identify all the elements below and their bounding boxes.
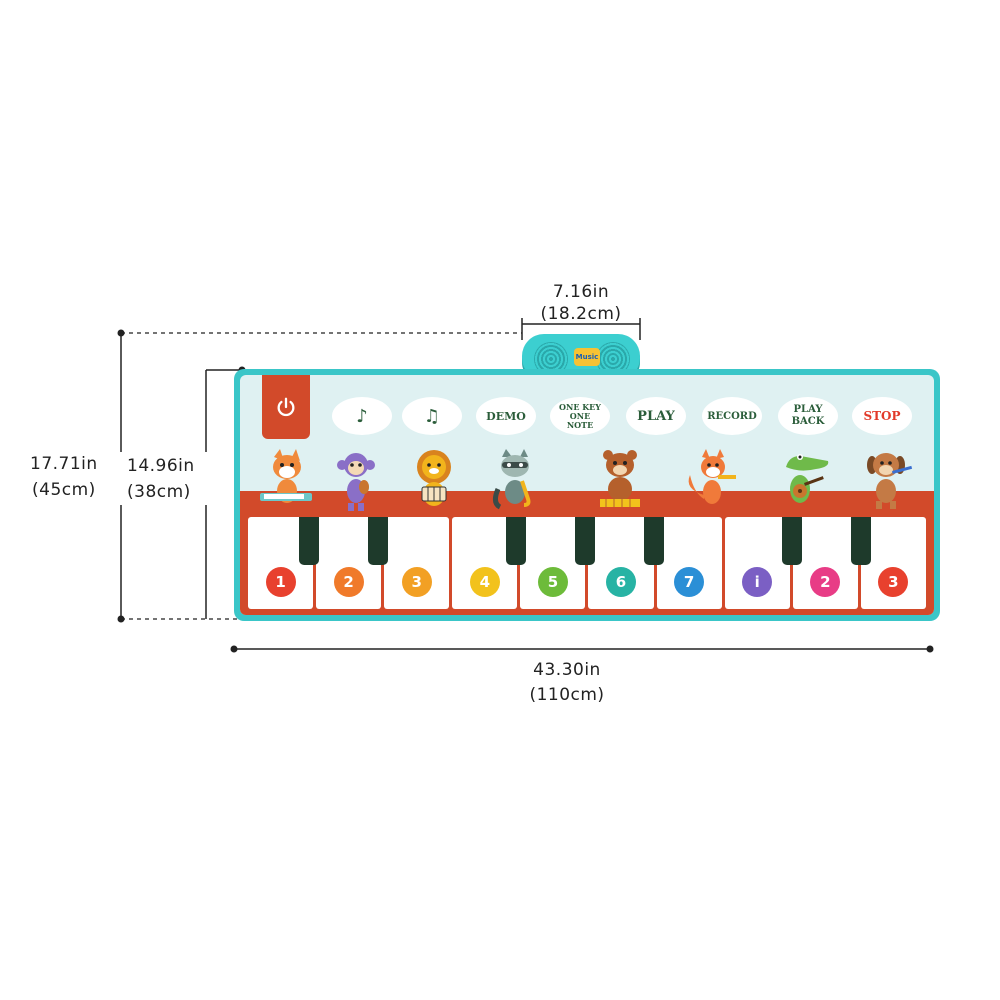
top-width-cm-label: (18.2cm) [540,304,622,324]
piano-key-5[interactable]: 5 [520,517,586,609]
music-notes-button[interactable]: ♫ [402,397,462,435]
power-icon [277,397,295,417]
piano-keys: 1 2 3 4 5 6 7 i 2 [248,517,926,609]
mat-height-inches-label: 14.96in [127,456,195,476]
key-number-badge: 1 [265,567,296,597]
key-number-badge: 2 [333,567,364,597]
total-height-cm-label: (45cm) [32,480,96,500]
piano-key-8[interactable]: i [724,517,790,609]
stop-button[interactable]: STOP [852,397,912,435]
demo-button[interactable]: DEMO [476,397,536,435]
length-cm-label: (110cm) [529,685,605,705]
mat-height-cm-label: (38cm) [127,482,191,502]
black-key[interactable] [506,517,526,565]
record-label: RECORD [707,410,757,422]
black-key[interactable] [782,517,802,565]
black-key[interactable] [644,517,664,565]
piano-key-6[interactable]: 6 [588,517,654,609]
piano-key-9[interactable]: 2 [792,517,858,609]
black-key[interactable] [851,517,871,565]
key-number-badge: 3 [401,567,432,597]
key-number-badge: 5 [537,567,568,597]
piano-key-10[interactable]: 3 [860,517,926,609]
length-inches-label: 43.30in [533,660,601,680]
music-note-icon: ♪ [356,405,368,427]
monkey-violin-icon [337,453,375,511]
total-height-inches-label: 17.71in [30,454,98,474]
top-width-inches-label: 7.16in [552,282,610,302]
piano-key-7[interactable]: 7 [656,517,722,609]
key-number-badge: i [742,567,773,597]
black-key[interactable] [368,517,388,565]
play-back-label: PLAY BACK [791,404,825,427]
play-button[interactable]: PLAY [626,397,686,435]
music-notes-icon: ♫ [423,405,441,427]
black-key[interactable] [575,517,595,565]
control-box-logo: Music [574,348,600,366]
piano-mat: ♪ ♫ DEMO ONE KEY ONE NOTE PLAY RECORD PL… [234,369,940,621]
key-number-badge: 4 [469,567,500,597]
bear-xylophone-icon [600,450,640,507]
raccoon-saxophone-icon [492,449,531,510]
key-number-badge: 2 [810,567,841,597]
key-number-badge: 3 [878,567,909,597]
mat-surface: ♪ ♫ DEMO ONE KEY ONE NOTE PLAY RECORD PL… [240,375,934,615]
music-note-button[interactable]: ♪ [332,397,392,435]
one-key-one-note-button[interactable]: ONE KEY ONE NOTE [550,397,610,435]
black-key[interactable] [299,517,319,565]
fox-keyboard-icon [260,449,312,503]
stop-label: STOP [863,408,901,423]
key-number-badge: 6 [606,567,637,597]
power-button[interactable] [262,375,310,439]
lion-accordion-icon [417,450,451,506]
crocodile-guitar-icon [786,454,829,503]
key-number-badge: 7 [674,567,705,597]
fox-trumpet-icon [688,449,736,504]
dog-flute-icon [867,453,913,509]
play-label: PLAY [637,408,675,424]
record-button[interactable]: RECORD [702,397,762,435]
play-back-button[interactable]: PLAY BACK [778,397,838,435]
one-key-one-note-label: ONE KEY ONE NOTE [559,401,601,430]
piano-key-3[interactable]: 3 [384,517,450,609]
demo-label: DEMO [486,409,526,423]
